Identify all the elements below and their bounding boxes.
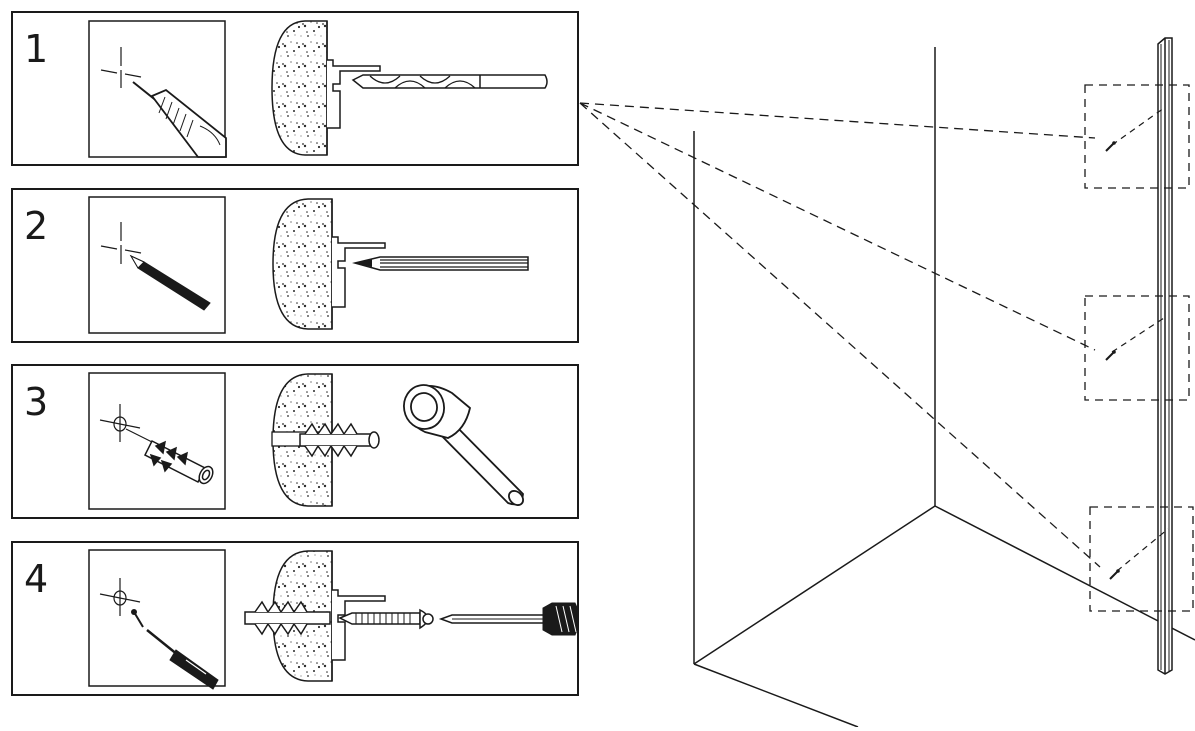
drill-icon (132, 81, 227, 158)
step-1-number: 1 (24, 27, 48, 71)
cross-mark-icon (100, 222, 142, 264)
pencil-icon (129, 254, 211, 311)
plug-in-wall-icon (244, 600, 331, 636)
step-1-detail-box (88, 20, 227, 158)
floor-right-edge (934, 505, 1195, 641)
hammer-icon (403, 384, 524, 506)
screwdriver-icon (146, 629, 219, 690)
step-1-wall-section (271, 20, 548, 156)
floor-front-edge (693, 663, 859, 728)
drill-bit-icon (351, 74, 548, 89)
step-4-panel: 4 (11, 541, 579, 696)
step-2-number: 2 (24, 204, 48, 248)
pencil-marking-icon (352, 256, 529, 271)
room-perspective (693, 47, 1195, 728)
small-screw-icon (131, 609, 144, 628)
step-3-panel: 3 (11, 364, 579, 519)
leader-lines (579, 102, 1101, 568)
wall-plug-icon (143, 439, 214, 485)
wall-profile-icon (327, 59, 381, 129)
screw-icon (338, 608, 434, 630)
fixing-point-1 (1084, 84, 1190, 189)
step-4-detail-box (88, 549, 226, 690)
floor-left-edge (693, 505, 936, 665)
plug-in-wall-icon (299, 422, 380, 458)
wall-profile-icon (332, 589, 386, 661)
hole-mark-icon (99, 578, 141, 616)
screwdriver-side-icon (438, 602, 579, 636)
wall-profile-icon (332, 236, 386, 308)
step-2-wall-section (272, 198, 529, 330)
vertical-wall-profile (1157, 37, 1173, 675)
cross-mark-icon (100, 47, 142, 88)
step-1-panel: 1 (11, 11, 579, 166)
step-3-number: 3 (24, 380, 48, 424)
step-4-number: 4 (24, 557, 48, 601)
step-2-detail-box (88, 196, 226, 334)
step-3-detail-box (88, 372, 226, 510)
step-3-wall-section (271, 373, 524, 507)
fixing-point-2 (1084, 295, 1190, 401)
step-4-wall-section (244, 550, 579, 682)
fixing-point-3 (1089, 506, 1194, 612)
step-2-panel: 2 (11, 188, 579, 343)
